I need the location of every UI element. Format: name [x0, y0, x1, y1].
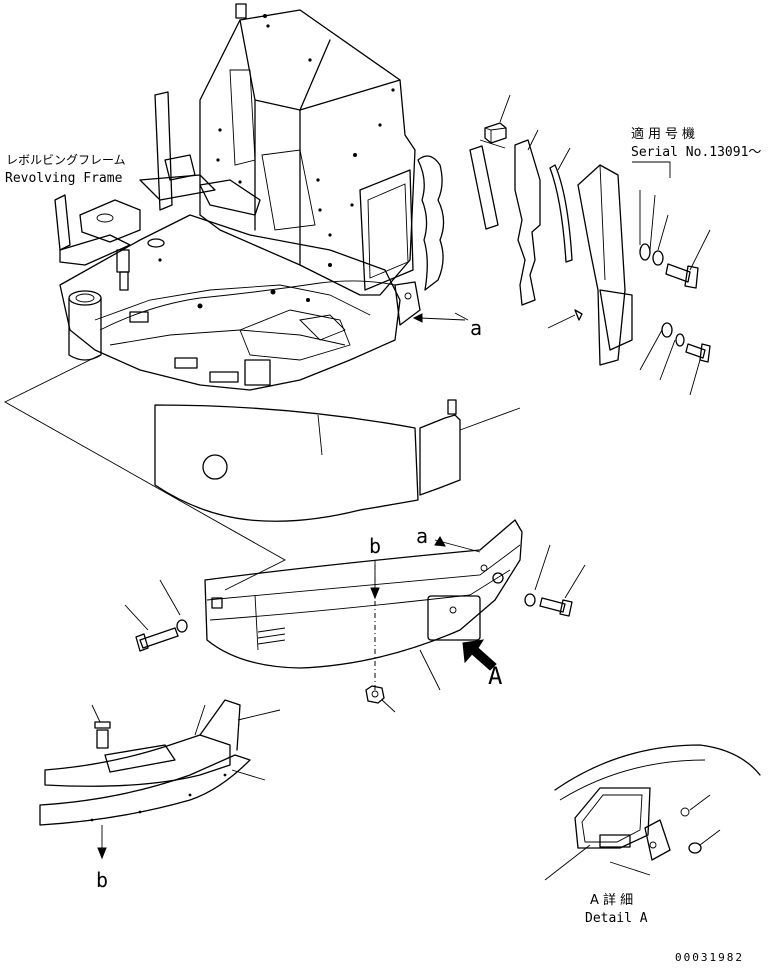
serial-label-en: Serial No.13091～ [631, 145, 762, 160]
frame-leader-line [4, 354, 286, 591]
upper-right-parts [469, 94, 711, 396]
right-bolt-washer [524, 544, 586, 617]
ref-b-upper: b [369, 534, 382, 558]
ref-a-upper: a [470, 316, 483, 340]
detail-a-arrow [462, 639, 497, 671]
revolving-frame [54, 3, 445, 391]
left-bolt-washer [124, 579, 188, 652]
nut [365, 685, 396, 713]
revolving-frame-label-en: Revolving Frame [5, 171, 123, 186]
ref-a-lower: a [416, 524, 429, 548]
ref-A: A [488, 662, 503, 690]
detail-a-label-en: Detail A [585, 911, 648, 926]
counterweight [204, 519, 523, 691]
ref-b-lower: b [96, 868, 109, 892]
revolving-frame-label-jp: レボルビングフレーム [6, 153, 126, 167]
drawing-number: 00031982 [675, 951, 744, 964]
detail-a-view [544, 744, 761, 881]
detail-a-label-jp: A 詳 細 [590, 893, 634, 908]
counterweight-cover-plate [154, 399, 521, 522]
lower-plates [39, 699, 281, 860]
serial-label-jp: 適用号機 [631, 127, 700, 142]
